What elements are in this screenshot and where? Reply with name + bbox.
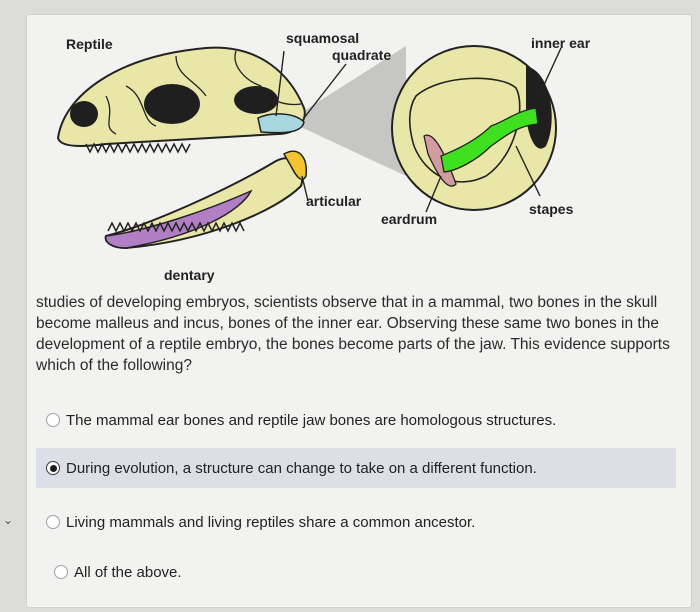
squamosal-label: squamosal: [286, 30, 359, 46]
title-label: Reptile: [66, 36, 113, 52]
nostril: [70, 101, 98, 127]
radio-button[interactable]: [46, 413, 60, 427]
lower-teeth: [107, 221, 245, 233]
orbit: [144, 84, 200, 124]
answer-label: All of the above.: [74, 563, 182, 581]
temporal-opening: [234, 86, 278, 114]
upper-teeth: [85, 142, 191, 154]
articular-leader: [301, 175, 309, 202]
articular-label: articular: [306, 193, 362, 209]
stapes-shape: [440, 107, 539, 173]
radio-dot-icon: [49, 464, 57, 472]
answer-option-1[interactable]: The mammal ear bones and reptile jaw bon…: [36, 400, 676, 440]
eardrum-label: eardrum: [381, 211, 437, 227]
radio-button[interactable]: [46, 515, 60, 529]
answer-option-3[interactable]: Living mammals and living reptiles share…: [36, 502, 676, 542]
inner-ear-leader: [537, 47, 562, 99]
answer-label: Living mammals and living reptiles share…: [66, 513, 476, 531]
inner-ear-label: inner ear: [531, 35, 591, 51]
question-text: studies of developing embryos, scientist…: [36, 294, 670, 374]
inner-ear-shape: [526, 66, 552, 149]
stapes-label: stapes: [529, 201, 574, 217]
quadrate-bone: [257, 113, 305, 134]
diagram-svg: Reptile squamosal quadrate inner ear art…: [56, 30, 591, 283]
answer-option-2[interactable]: During evolution, a structure can change…: [36, 448, 676, 488]
reptile-skull-diagram: Reptile squamosal quadrate inner ear art…: [46, 26, 626, 286]
answer-option-4[interactable]: All of the above.: [36, 552, 676, 592]
answer-label: During evolution, a structure can change…: [66, 459, 537, 477]
zoom-cone: [288, 46, 406, 176]
eardrum-shape: [423, 134, 457, 187]
radio-button[interactable]: [54, 565, 68, 579]
radio-button-selected[interactable]: [46, 461, 60, 475]
quadrate-label: quadrate: [332, 47, 391, 63]
dentary-label: dentary: [164, 267, 215, 283]
stapes-leader: [515, 145, 541, 197]
skull-sutures: [105, 50, 302, 135]
articular-bone: [282, 150, 307, 180]
dentary-bone: [104, 189, 253, 249]
quadrate-leader: [303, 63, 347, 119]
answer-label: The mammal ear bones and reptile jaw bon…: [66, 411, 557, 429]
chevron-down-icon: ⌄: [3, 513, 14, 527]
squamosal-leader: [275, 50, 285, 117]
middle-ear-cavity: [408, 77, 521, 183]
eardrum-leader: [425, 175, 442, 213]
